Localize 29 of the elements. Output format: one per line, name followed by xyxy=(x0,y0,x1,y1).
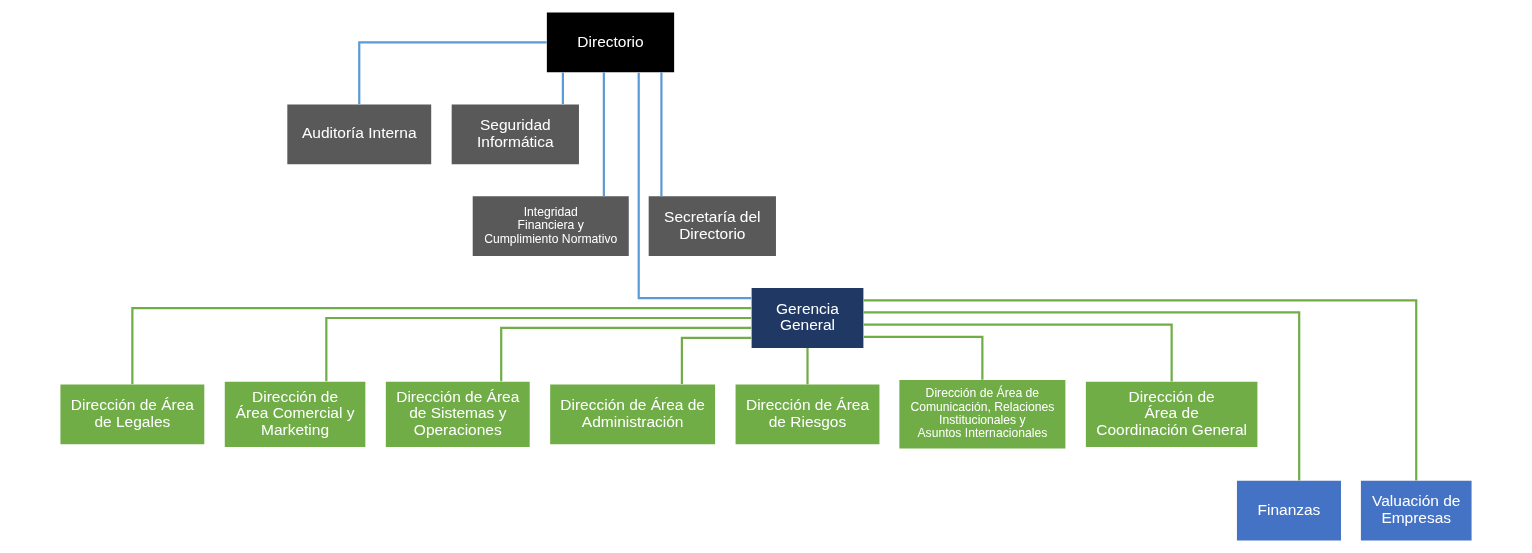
node-box: Dirección de Área de Legales xyxy=(60,384,205,445)
node-box: Finanzas xyxy=(1236,480,1341,541)
connector xyxy=(660,72,663,197)
connector xyxy=(863,323,1173,382)
node-box: Dirección de Área de Riesgos xyxy=(735,384,880,445)
node-box: Dirección de Área de Coordinación General xyxy=(1085,381,1258,447)
connector xyxy=(637,72,752,300)
connector xyxy=(131,306,752,385)
connector xyxy=(863,311,1301,481)
node-box: Integridad Financiera y Cumplimiento Normativo xyxy=(472,196,629,256)
node-box: Dirección de Área de Administración xyxy=(550,384,716,445)
node-box: Valuación de Empresas xyxy=(1360,480,1472,541)
connector xyxy=(602,72,605,197)
connector xyxy=(500,326,752,382)
connector xyxy=(806,347,809,385)
node-box: Dirección de Área Comercial y Marketing xyxy=(224,381,366,447)
connector xyxy=(325,316,752,382)
connector xyxy=(561,72,564,105)
node-box: Auditoría Interna xyxy=(287,104,432,165)
node-box: Directorio xyxy=(546,12,675,73)
connector xyxy=(863,299,1418,481)
connector xyxy=(358,41,547,105)
node-box: Dirección de Área de Sistemas y Operaciones xyxy=(385,381,530,447)
connector xyxy=(863,335,984,380)
node-box: Seguridad Informática xyxy=(451,104,579,165)
connector xyxy=(680,336,752,385)
node-box: Dirección de Área de Comunicación, Relaciones Institucionales y Asuntos Internacionales xyxy=(899,380,1066,449)
node-box: Secretaría del Directorio xyxy=(648,196,776,256)
node-box: Gerencia General xyxy=(751,288,864,348)
